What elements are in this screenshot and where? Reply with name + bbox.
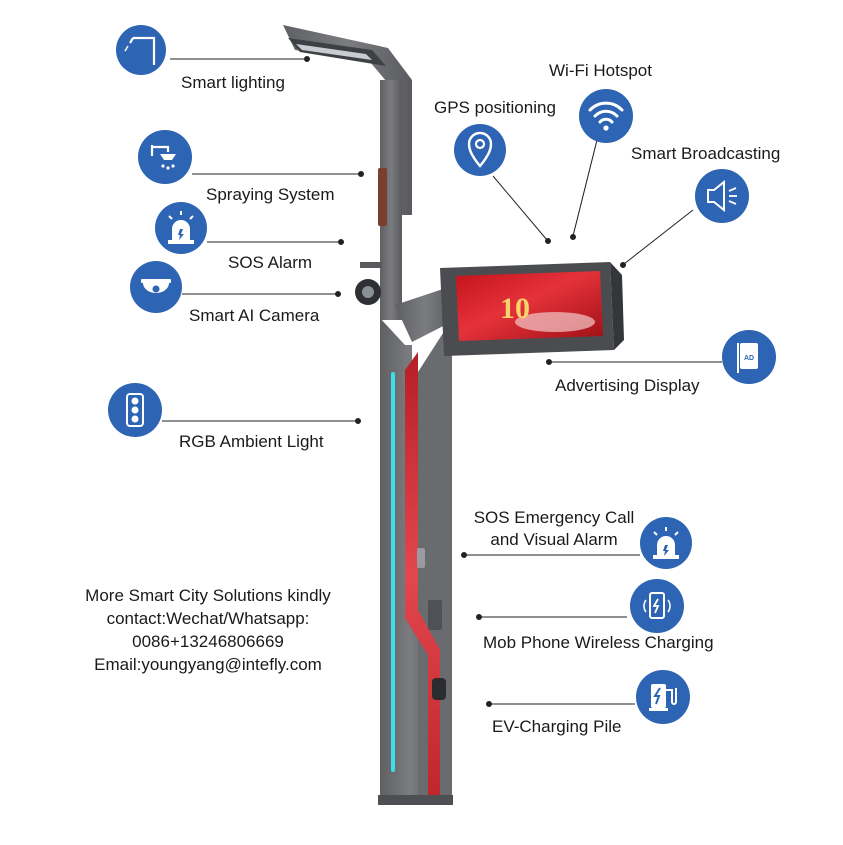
label-smart-ai-camera: Smart AI Camera	[189, 306, 320, 325]
ad-board-icon: AD	[722, 330, 776, 384]
contact-email: Email:youngyang@intefly.com	[94, 655, 322, 674]
advertising-screen: 10	[440, 262, 624, 356]
line-wifi	[572, 139, 598, 237]
pole-sos-button	[417, 548, 425, 568]
label-wireless-charging: Mob Phone Wireless Charging	[483, 633, 714, 652]
label-sos-emergency-call: SOS Emergency Call and Visual Alarm	[460, 507, 648, 551]
label-smart-broadcasting: Smart Broadcasting	[631, 144, 781, 163]
screen-emblem: 10	[500, 292, 530, 325]
street-lamp-icon	[116, 25, 166, 75]
spray-shower-icon	[138, 130, 192, 184]
location-pin-icon	[454, 124, 506, 176]
spray-box	[378, 168, 387, 226]
upper-pole	[380, 80, 402, 320]
screen-side	[610, 262, 624, 350]
camera-icon	[130, 261, 182, 313]
camera-bracket	[360, 262, 382, 268]
contact-line1: More Smart City Solutions kindly	[85, 586, 331, 605]
line-broadcasting	[623, 209, 694, 265]
pole-charging-pad	[428, 600, 442, 630]
lamp-led-panel	[296, 44, 372, 60]
speaker-icon	[695, 169, 749, 223]
ev-charger-icon	[636, 670, 690, 724]
label-gps-positioning: GPS positioning	[434, 98, 556, 117]
screen-cloud	[515, 312, 595, 332]
ad-icon-text: AD	[744, 355, 754, 362]
label-smart-lighting: Smart lighting	[181, 73, 285, 92]
label-sos-alarm: SOS Alarm	[228, 253, 313, 272]
label-wifi-hotspot: Wi-Fi Hotspot	[549, 61, 652, 80]
callout-lines	[162, 56, 722, 707]
label-ev-charging: EV-Charging Pile	[492, 717, 622, 736]
traffic-light-icon	[108, 383, 162, 437]
line-gps	[492, 175, 548, 241]
red-accent-strip	[405, 352, 440, 795]
light-pole	[283, 25, 455, 805]
rgb-light-strip	[391, 372, 395, 772]
wireless-charging-icon	[630, 579, 684, 633]
wifi-icon	[579, 89, 633, 143]
lamp-arm	[283, 25, 412, 215]
contact-phone: 0086+13246806669	[132, 632, 284, 651]
pole-base	[378, 795, 453, 805]
camera-lens	[362, 286, 374, 298]
label-advertising-display: Advertising Display	[555, 376, 700, 395]
contact-info: More Smart City Solutions kindly contact…	[58, 584, 358, 676]
label-spraying-system: Spraying System	[206, 185, 335, 204]
label-sos-emergency-line1: SOS Emergency Call	[473, 508, 635, 527]
pole-ev-port	[432, 678, 446, 700]
emergency-siren-icon	[640, 517, 692, 569]
contact-line2: contact:Wechat/Whatsapp:	[106, 609, 310, 628]
alarm-siren-icon	[155, 202, 207, 254]
label-sos-emergency-line2: and Visual Alarm	[490, 530, 618, 549]
display-arm	[395, 285, 455, 342]
label-rgb-ambient-light: RGB Ambient Light	[179, 432, 324, 451]
